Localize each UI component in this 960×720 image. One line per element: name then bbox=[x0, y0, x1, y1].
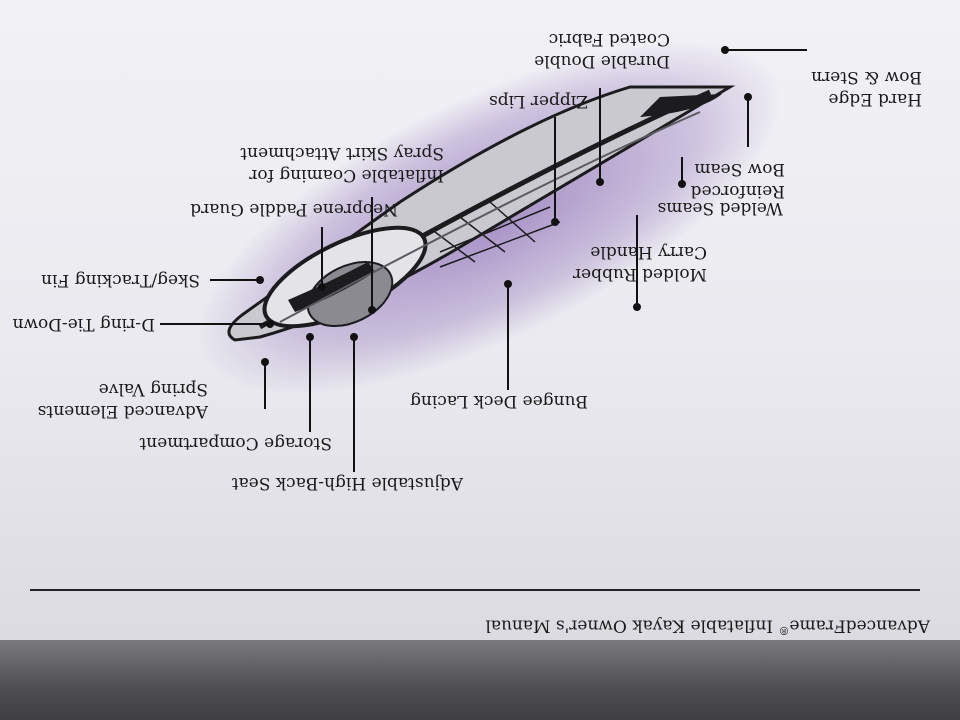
callout-text: Bow & Stern bbox=[811, 67, 922, 87]
deck-lacing-pattern bbox=[434, 201, 561, 268]
leader-dot-paddle-guard bbox=[318, 283, 326, 291]
paddle-guard-shape bbox=[288, 262, 375, 312]
callout-text: Skeg/Tracking Fin bbox=[41, 270, 200, 290]
leader-dot-zipper bbox=[551, 218, 559, 226]
callout-text: Durable Double bbox=[534, 51, 670, 71]
leader-dot-d-ring bbox=[266, 320, 274, 328]
leader-dot-storage bbox=[306, 333, 314, 341]
leader-dot-carry-handle bbox=[633, 303, 641, 311]
callout-bungee: Bungee Deck Lacing bbox=[410, 390, 588, 412]
leader-dot-bungee bbox=[504, 280, 512, 288]
manual-page-content: Hard Edge Bow & Stern Durable Double Coa… bbox=[13, 28, 930, 637]
callout-bow-seam: Reinforced Bow Seam bbox=[691, 158, 785, 202]
callout-text: Molded Rubber bbox=[572, 264, 707, 284]
callout-bow-stern: Hard Edge Bow & Stern bbox=[811, 66, 922, 110]
callout-fabric: Durable Double Coated Fabric bbox=[534, 28, 670, 72]
callout-skeg: Skeg/Tracking Fin bbox=[41, 269, 200, 291]
leader-dot-spring-valve bbox=[261, 358, 269, 366]
callout-text: Inflatable Coaming for bbox=[249, 165, 444, 185]
callout-welded: Welded Seams bbox=[658, 197, 784, 219]
leader-dot-welded bbox=[678, 180, 686, 188]
callout-carry-handle: Molded Rubber Carry Handle bbox=[573, 241, 707, 285]
callout-text: Spring Valve bbox=[98, 379, 208, 399]
footer-brand: AdvancedFrame bbox=[789, 615, 930, 636]
callout-text: Hard Edge bbox=[828, 89, 922, 109]
callout-text: Neoprene Paddle Guard bbox=[190, 199, 398, 219]
plastic-sleeve-background bbox=[0, 640, 960, 720]
callout-storage: Storage Compartment bbox=[139, 432, 332, 454]
callout-text: Coated Fabric bbox=[548, 29, 670, 49]
callout-text: Bungee Deck Lacing bbox=[410, 391, 588, 411]
footer-title: Inflatable Kayak Owner's Manual bbox=[485, 615, 779, 636]
callout-text: Adjustable High-Back Seat bbox=[231, 473, 463, 493]
leader-dot-seat bbox=[350, 333, 358, 341]
callout-text: Storage Compartment bbox=[139, 433, 332, 453]
callout-d-ring: D-ring Tie-Down bbox=[13, 313, 155, 335]
registered-mark: ® bbox=[778, 624, 790, 637]
manual-footer: AdvancedFrame® Inflatable Kayak Owner's … bbox=[485, 615, 930, 637]
callout-spring-valve: Advanced Elements Spring Valve bbox=[38, 378, 208, 422]
fabric-panel-line bbox=[279, 111, 701, 323]
callout-text: Zipper Lips bbox=[489, 91, 588, 111]
kayak-illustration bbox=[227, 85, 736, 342]
leader-lines bbox=[160, 46, 807, 472]
callout-seat: Adjustable High-Back Seat bbox=[232, 472, 463, 494]
callout-text: Welded Seams bbox=[657, 198, 784, 218]
leader-dot-coaming bbox=[368, 306, 376, 314]
leader-dot-bow-stern bbox=[721, 46, 729, 54]
callout-coaming: Inflatable Coaming for Spray Skirt Attac… bbox=[240, 142, 444, 186]
callout-text: Advanced Elements bbox=[37, 401, 208, 421]
callout-zipper: Zipper Lips bbox=[489, 90, 588, 112]
leader-dot-bow-seam bbox=[744, 93, 752, 101]
callout-text: Carry Handle bbox=[590, 242, 707, 262]
callout-text: D-ring Tie-Down bbox=[12, 314, 155, 334]
footer-rule bbox=[30, 589, 920, 591]
manual-page: Hard Edge Bow & Stern Durable Double Coa… bbox=[0, 0, 960, 672]
kayak-diagram bbox=[160, 40, 807, 472]
leader-dot-skeg bbox=[256, 276, 264, 284]
bow-tip bbox=[640, 94, 722, 117]
callout-paddle-guard: Neoprene Paddle Guard bbox=[190, 198, 398, 220]
callout-text: Spray Skirt Attachment bbox=[240, 143, 444, 163]
leader-dot-fabric bbox=[596, 178, 604, 186]
callout-text: Bow Seam bbox=[694, 159, 785, 179]
